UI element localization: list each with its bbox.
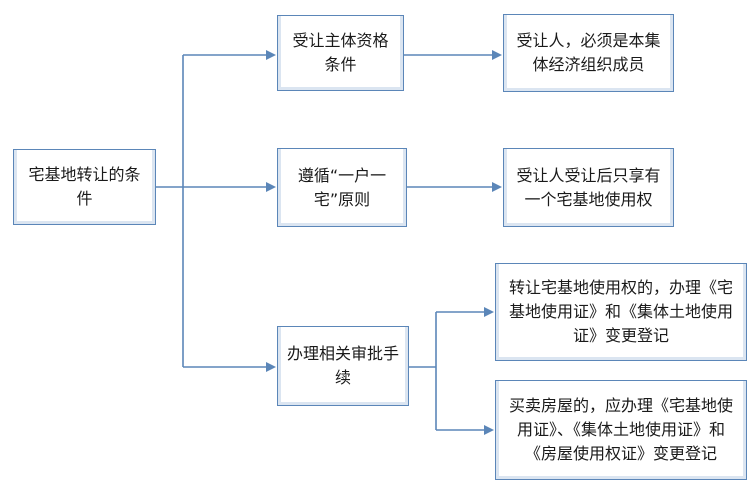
detail-node-transfer-registration-label: 转让宅基地使用权的，办理《宅基地使用证》和《集体土地使用证》变更登记 bbox=[508, 278, 733, 345]
detail-node-member: 受让人，必须是本集体经济组织成员 bbox=[503, 14, 674, 92]
detail-node-house-registration: 买卖房屋的，应办理《宅基地使用证》、《集体土地使用证》和《房屋使用权证》变更登记 bbox=[495, 380, 747, 480]
condition-node-approval-label: 办理相关审批手续 bbox=[286, 344, 399, 387]
arrowhead-detail3b bbox=[484, 425, 494, 435]
arrowhead-detail2 bbox=[492, 182, 502, 192]
detail-node-transfer-registration: 转让宅基地使用权的，办理《宅基地使用证》和《集体土地使用证》变更登记 bbox=[495, 263, 747, 361]
arrowhead-cond2 bbox=[266, 182, 276, 192]
condition-node-one-household-label: 遵循“一户一宅”原则 bbox=[297, 165, 387, 209]
condition-node-qualification: 受让主体资格条件 bbox=[277, 15, 404, 91]
arrowhead-cond1 bbox=[266, 50, 276, 60]
detail-node-member-label: 受让人，必须是本集体经济组织成员 bbox=[516, 31, 661, 74]
arrowhead-detail3a bbox=[484, 307, 494, 317]
root-node: 宅基地转让的条件 bbox=[13, 149, 156, 225]
condition-node-approval: 办理相关审批手续 bbox=[277, 326, 409, 406]
root-node-label: 宅基地转让的条件 bbox=[28, 165, 141, 208]
condition-node-one-household: 遵循“一户一宅”原则 bbox=[277, 148, 407, 227]
detail-node-single-right: 受让人受让后只享有一个宅基地使用权 bbox=[503, 148, 674, 227]
detail-node-house-registration-label: 买卖房屋的，应办理《宅基地使用证》、《集体土地使用证》和《房屋使用权证》变更登记 bbox=[508, 396, 733, 463]
condition-node-qualification-label: 受让主体资格条件 bbox=[292, 31, 389, 74]
arrowhead-cond3 bbox=[266, 362, 276, 372]
detail-node-single-right-label: 受让人受让后只享有一个宅基地使用权 bbox=[516, 165, 661, 209]
arrowhead-detail1 bbox=[492, 50, 502, 60]
